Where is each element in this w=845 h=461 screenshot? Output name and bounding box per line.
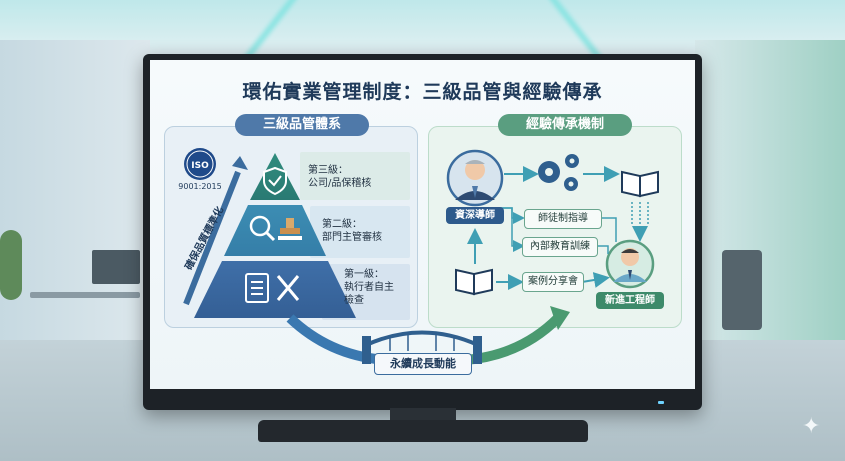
tier-3-level: 第三級： [308, 165, 348, 176]
knowledge-panel-heading: 經驗傳承機制 [498, 114, 632, 136]
iso-badge-icon [184, 148, 216, 180]
wall-right [695, 40, 845, 340]
pyramid-tier-2 [224, 205, 326, 256]
method-internal-training: 內部教育訓練 [522, 237, 598, 257]
arrow-case-engineer [581, 272, 610, 288]
tier-1-label: 第一級： 執行者自主 檢查 [344, 268, 394, 307]
background-plant [0, 230, 22, 300]
growth-arc-arrowhead [550, 306, 570, 330]
tier-2-desc: 部門主管審核 [322, 232, 382, 243]
quality-up-arrow [183, 170, 241, 306]
tier-1-level: 第一級： [344, 269, 384, 280]
arrow-to-method-2 [500, 207, 525, 252]
pyramid-tier-3 [250, 153, 300, 200]
quality-up-arrowhead [232, 156, 248, 170]
new-engineer-label: 新進工程師 [596, 292, 664, 309]
tier-1-desc: 執行者自主 [344, 282, 394, 293]
bridge-icon [362, 330, 482, 364]
gears-icon [538, 154, 579, 191]
diagram-graphics: ISO [183, 148, 659, 365]
background-monitor [92, 250, 140, 284]
mentor-avatar-icon [446, 149, 504, 207]
tier-band-2 [310, 206, 410, 258]
engineer-avatar-icon [605, 239, 655, 289]
tv-power-led [658, 401, 664, 404]
tier-2-label: 第二級： 部門主管審核 [322, 218, 382, 244]
tier-2-level: 第二級： [322, 219, 362, 230]
growth-arc-left [286, 314, 387, 365]
arrow-from-method-2 [596, 245, 609, 254]
method-case-sharing: 案例分享會 [522, 272, 584, 292]
shield-check-icon [263, 166, 287, 196]
sparkle-icon: ✦ [802, 414, 821, 439]
background-chair [722, 250, 762, 330]
pyramid-tier-1 [194, 261, 356, 318]
tier-3-label: 第三級： 公司/品保稽核 [308, 164, 371, 190]
slide-title: 環佑實業管理制度：三級品管與經驗傳承 [242, 81, 603, 103]
growth-label: 永續成長動能 [374, 353, 472, 375]
background-desk [30, 292, 140, 298]
wall-left [0, 40, 150, 340]
tier-3-desc: 公司/品保稽核 [308, 178, 372, 189]
iso-caption: 9001:2015 [178, 182, 222, 191]
knowledge-stream [631, 202, 649, 230]
senior-mentor-label: 資深導師 [446, 207, 504, 224]
open-book-icon [621, 170, 659, 198]
tier-band-3 [300, 152, 410, 200]
quality-panel-heading: 三級品管體系 [235, 114, 369, 136]
tv-screen: 環佑實業管理制度：三級品管與經驗傳承 三級品管體系 經驗傳承機制 [150, 60, 695, 389]
case-book-icon [455, 268, 493, 296]
arrow-from-method-1 [602, 217, 617, 242]
iso-badge-text: ISO [191, 161, 209, 171]
tier-1-desc-2: 檢查 [344, 295, 364, 306]
method-apprenticeship: 師徒制指導 [524, 209, 602, 229]
tv-stand-base [258, 420, 588, 442]
clipboard-wrench-icon [245, 273, 300, 303]
magnifier-stamp-icon [249, 215, 302, 242]
